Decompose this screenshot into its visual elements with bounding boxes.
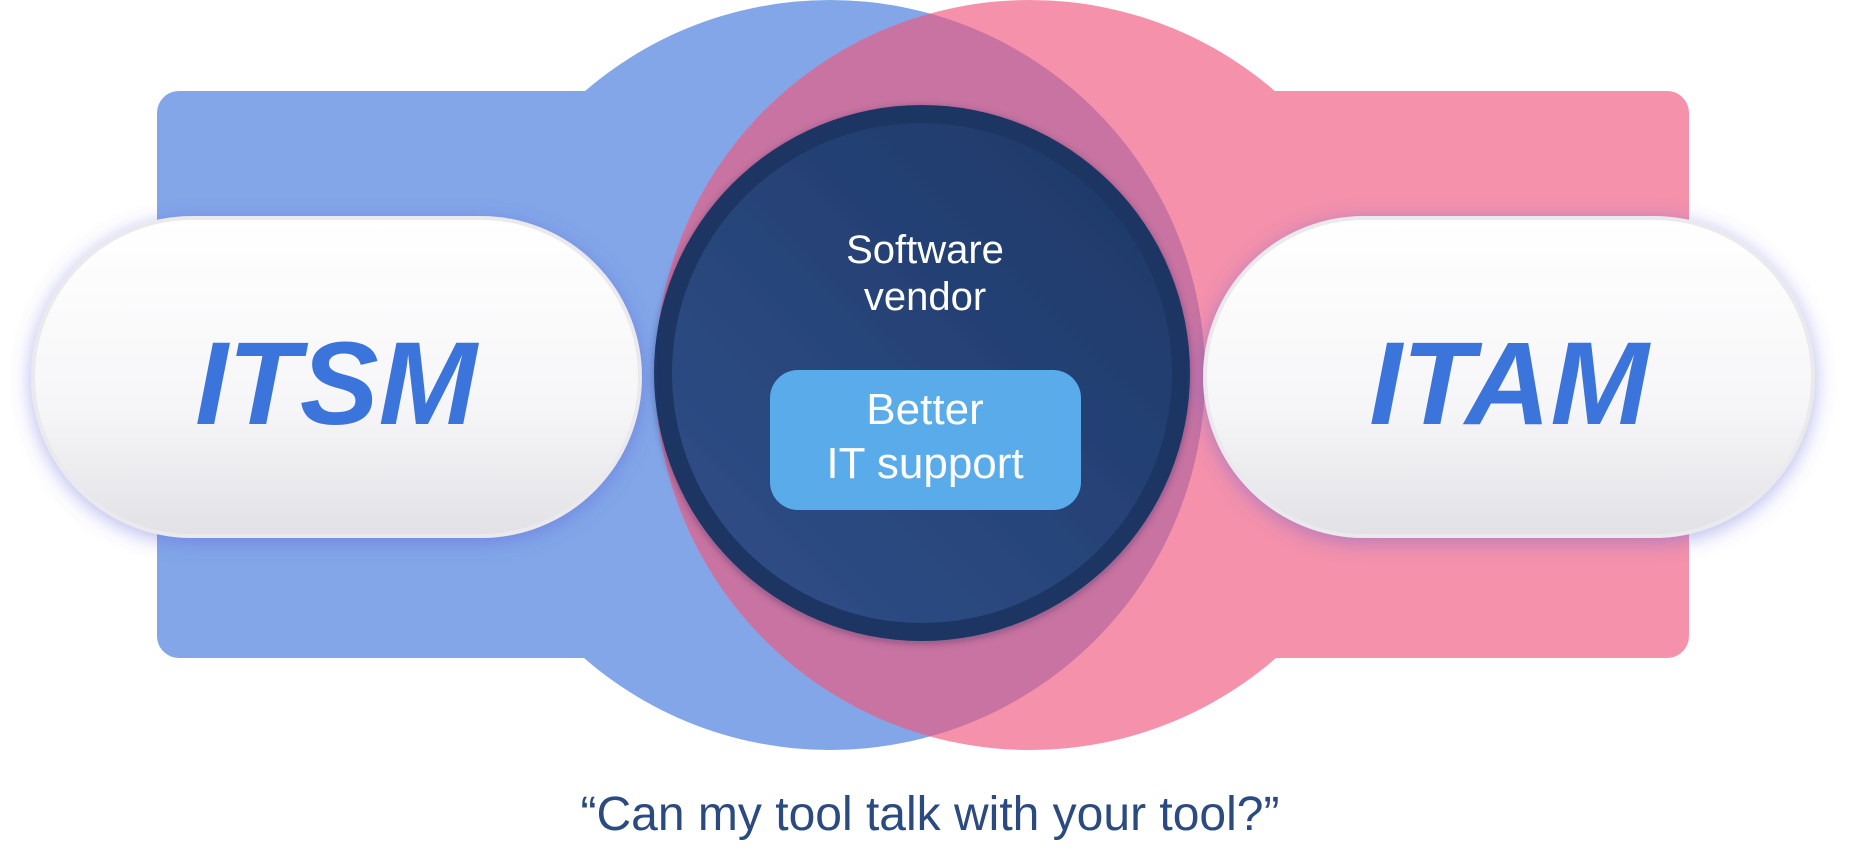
quote-caption: “Can my tool talk with your tool?” [581, 788, 1280, 841]
center-label-line1: Software [846, 228, 1004, 272]
itsm-pill-shape [31, 216, 642, 538]
itam-pill-shape [1203, 216, 1815, 538]
itam-label: ITAM [1369, 318, 1651, 450]
badge-label-line1: Better [866, 385, 983, 434]
itsm-pill: ITSM [31, 216, 642, 538]
badge-label-line2: IT support [826, 439, 1023, 488]
itam-pill: ITAM [1203, 216, 1815, 538]
itsm-label: ITSM [195, 318, 480, 450]
better-it-support-badge: Better IT support [770, 370, 1081, 510]
badge-background [770, 370, 1081, 510]
center-label-line2: vendor [864, 275, 986, 319]
